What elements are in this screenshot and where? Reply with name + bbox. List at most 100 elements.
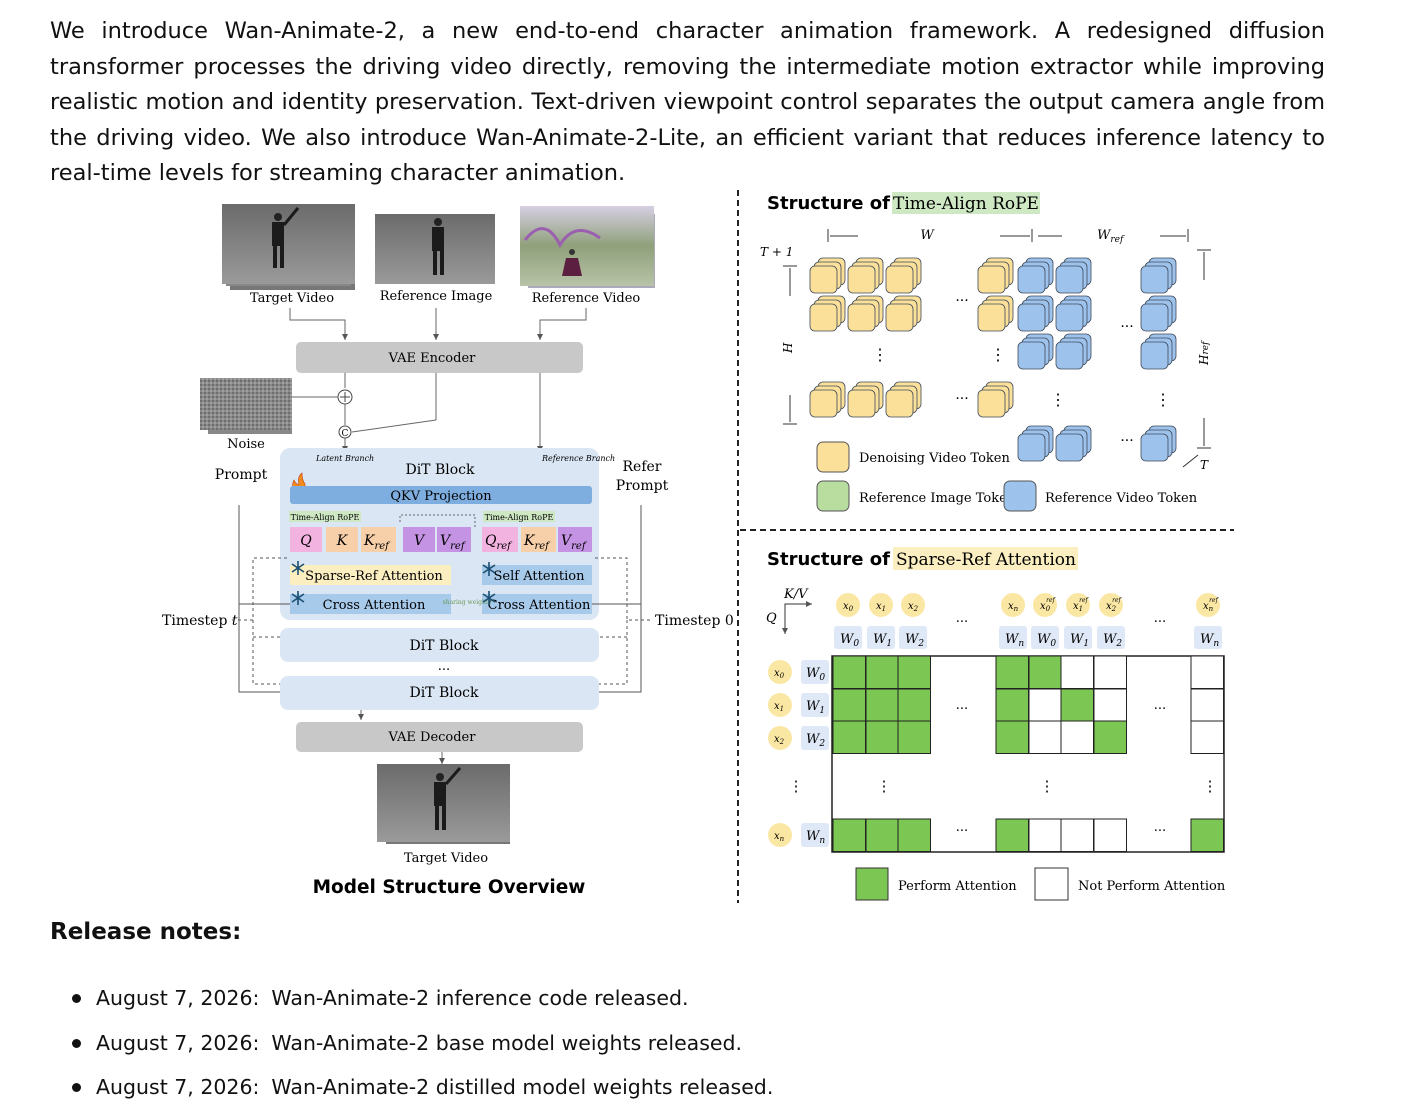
release-date: August 7, 2026: [96,986,260,1010]
col-token-circle [1033,593,1057,617]
col-word-label: Wn [1200,632,1219,649]
attention-cell [1060,818,1094,852]
snowflake-icon [291,591,305,605]
self-attention-block [482,565,592,585]
row-token-label: x1 [774,701,784,713]
row-token-circle [768,823,792,847]
v-ref-token-label: Vref [440,533,467,552]
col-word-box [834,626,862,649]
matrix-dots: ... [1154,611,1166,626]
vae-decoder-block [296,722,583,752]
attention-matrix [831,655,1225,853]
row-token-label: x2 [774,734,785,746]
model-overview-diagram: Target Video Reference Image Reference V… [162,204,734,898]
matrix-vdots: ⋮ [877,777,892,795]
sharing-weights-label: sharing weights [443,599,492,606]
col-word-label: W2 [905,632,924,649]
token-cube [1017,433,1046,462]
output-video-thumbnail [377,764,510,844]
svg-text:C: C [342,429,349,439]
cross-attention-label-right: Cross Attention [488,598,591,613]
list-item: August 7, 2026:Wan-Animate-2 distilled m… [50,1069,773,1114]
legend-not-perform-label: Not Perform Attention [1078,879,1226,894]
model-overview-caption: Model Structure Overview [313,877,586,898]
attention-cell [995,655,1029,689]
token-cube [1017,341,1046,370]
list-item: August 7, 2026:Wan-Animate-2 inference c… [50,980,773,1025]
token-cube [1140,265,1169,294]
col-word-box [999,626,1027,649]
attention-cell [1060,720,1094,754]
row-token-circle [768,726,792,750]
legend-reference-video-label: Reference Video Token [1045,491,1198,506]
col-word-box [1064,626,1092,649]
token-cube [1055,433,1084,462]
attention-cell [1190,720,1224,754]
target-video-label: Target Video [250,291,334,306]
attention-cell [1190,688,1224,722]
release-notes-list: August 7, 2026:Wan-Animate-2 inference c… [50,980,773,1114]
col-token-circle [1196,593,1220,617]
vae-decoder-label: VAE Decoder [388,730,477,745]
attention-cell [832,688,866,722]
col-token-label: x2 [908,601,919,613]
attention-cell [1190,655,1224,689]
col-word-box [867,626,895,649]
v-token-box [403,527,435,552]
col-token-circle [1099,593,1123,617]
attention-cell [1093,720,1127,754]
rope-t-label: T [1200,458,1209,472]
k-token-box [326,527,358,552]
dit-ellipsis: ... [438,659,450,674]
dit-block-2 [280,628,599,662]
attention-cell [897,688,931,722]
noise-thumbnail [200,378,292,430]
sparse-ref-attention-label: Sparse-Ref Attention [305,569,443,584]
rope-t-plus-label: T + 1 [760,245,793,259]
attention-cell [897,720,931,754]
attention-headers: x0W0x1W1x2W2xnWnx0refW0x1refW1x2refW2xnr… [768,593,1222,847]
attention-cell [1093,655,1127,689]
dit-block-2-label: DiT Block [409,638,479,654]
attention-cell [865,720,899,754]
col-token-circle [1066,593,1090,617]
release-text: Wan-Animate-2 distilled model weights re… [271,1075,774,1099]
qkv-projection-block [290,486,592,504]
row-token-label: x0 [774,668,785,680]
col-token-label: x1 [876,601,886,613]
k-token-label: K [336,533,349,549]
qkv-projection-label: QKV Projection [390,489,492,504]
token-cube [977,303,1006,332]
col-token-label: xnref [1203,597,1220,613]
col-word-label: W1 [1070,632,1089,649]
rope-vdots: ⋮ [1155,390,1171,409]
time-align-rope-tag-left: Time-Align RoPE [291,513,360,522]
attention-cell [865,688,899,722]
axis-kv-label: K/V [783,587,809,602]
rope-vdots: ⋮ [872,345,888,364]
k-ref-token-box-2 [521,527,556,552]
attention-cell [865,655,899,689]
col-token-circle [1001,593,1025,617]
rope-token-grid [809,257,1177,462]
release-text: Wan-Animate-2 base model weights release… [271,1030,743,1055]
token-cube [885,389,914,418]
col-token-label: x0ref [1040,597,1057,613]
k-ref-token-label: Kref [363,533,391,552]
rope-dots: ... [955,289,968,305]
token-cube [809,265,838,294]
col-word-box [1031,626,1059,649]
col-token-label: xn [1008,601,1019,613]
legend-denoising-label: Denoising Video Token [859,451,1010,466]
q-token-label: Q [300,533,312,549]
k-ref-token-box [361,527,396,552]
col-token-label: x0 [843,601,854,613]
token-cube [847,265,876,294]
release-notes-heading: Release notes: [50,919,242,945]
reference-video-thumbnail [520,206,655,288]
attention-cell [1028,720,1062,754]
legend-perform-swatch [855,867,889,901]
q-ref-token-label: Qref [485,533,513,552]
legend-perform-label: Perform Attention [898,879,1017,894]
snowflake-icon [482,591,496,605]
